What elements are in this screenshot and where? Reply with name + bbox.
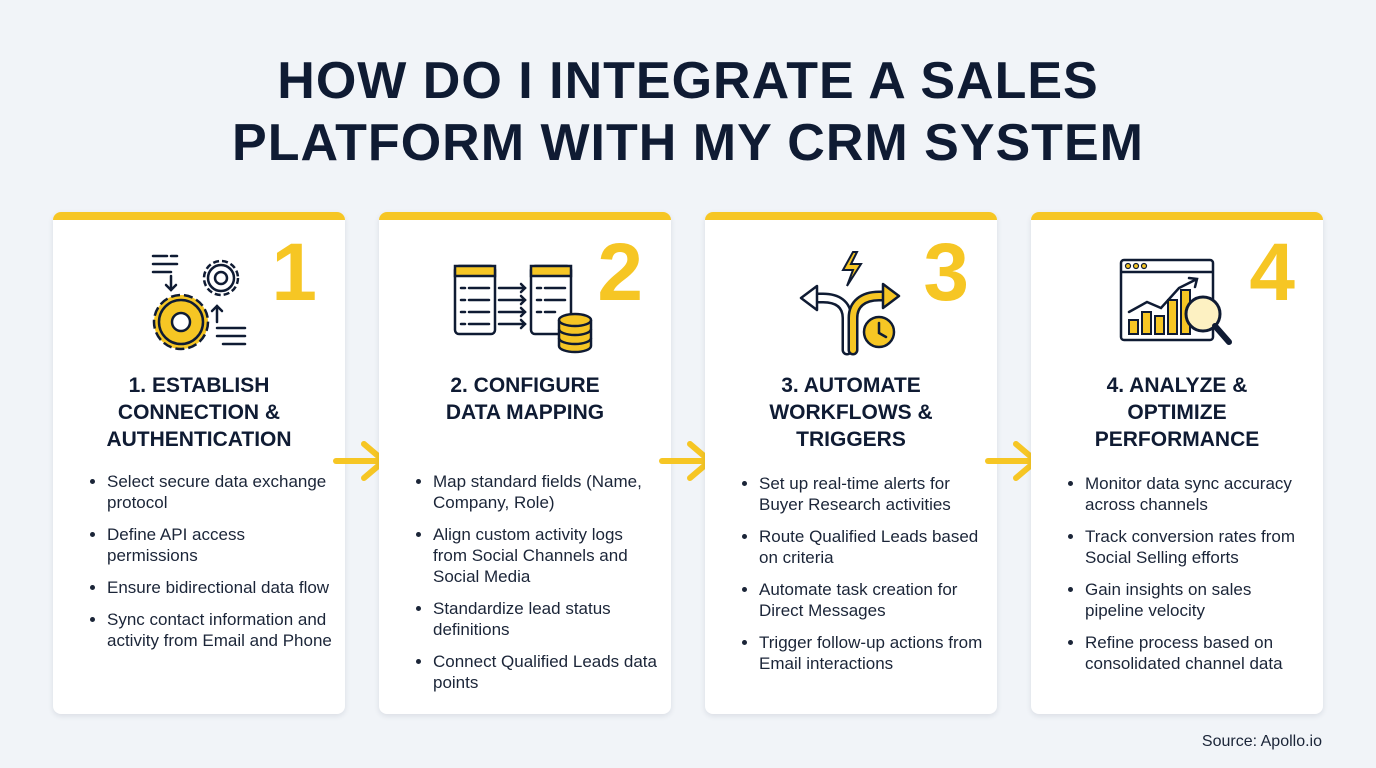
analytics-magnifier-icon (1119, 258, 1232, 345)
title-line-2: PLATFORM WITH MY CRM SYSTEM (232, 114, 1144, 172)
list-item: Trigger follow-up actions from Email int… (759, 632, 985, 674)
list-item: Select secure data exchange protocol (107, 471, 333, 513)
list-item: Align custom activity logs from Social C… (433, 524, 659, 587)
step-card-3: 3 3. AUTOMATE WORKFLOWS & TRIGGERS Set u… (705, 212, 997, 714)
list-item: Track conversion rates from Social Selli… (1085, 526, 1311, 568)
step-list: Select secure data exchange protocol Def… (87, 471, 333, 662)
card-accent-bar (1031, 212, 1323, 220)
data-mapping-icon (453, 264, 593, 354)
step-list: Map standard fields (Name, Company, Role… (413, 471, 659, 704)
step-card-4: 4 4. ANALYZE & OPTIMIZE PERFORMANCE Moni… (1031, 212, 1323, 714)
list-item: Ensure bidirectional data flow (107, 577, 333, 598)
step-list: Set up real-time alerts for Buyer Resear… (739, 473, 985, 685)
step-number: 2 (597, 227, 643, 318)
step-heading: 4. ANALYZE & OPTIMIZE PERFORMANCE (1094, 374, 1260, 451)
page-title: HOW DO I INTEGRATE A SALES PLATFORM WITH… (0, 50, 1376, 174)
list-item: Sync contact information and activity fr… (107, 609, 333, 651)
list-item: Define API access permissions (107, 524, 333, 566)
list-item: Automate task creation for Direct Messag… (759, 579, 985, 621)
step-card-2: 2 2. CONFIGURE DATA MAPP (379, 212, 671, 714)
list-item: Standardize lead status definitions (433, 598, 659, 640)
list-item: Map standard fields (Name, Company, Role… (433, 471, 659, 513)
card-accent-bar (53, 212, 345, 220)
step-number: 3 (923, 227, 969, 318)
step-heading: 2. CONFIGURE DATA MAPPING (445, 374, 605, 424)
list-item: Monitor data sync accuracy across channe… (1085, 473, 1311, 515)
source-caption: Source: Apollo.io (1201, 733, 1322, 750)
gears-sync-icon (151, 254, 247, 351)
step-number: 4 (1249, 227, 1295, 318)
workflow-trigger-icon (799, 251, 901, 356)
step-number: 1 (271, 227, 317, 318)
step-heading: 1. ESTABLISH CONNECTION & AUTHENTICATION (106, 374, 292, 451)
list-item: Set up real-time alerts for Buyer Resear… (759, 473, 985, 515)
list-item: Refine process based on consolidated cha… (1085, 632, 1311, 674)
step-list: Monitor data sync accuracy across channe… (1065, 473, 1311, 685)
step-card-1: 1 1. ESTABLISH CONNECTION & AUTHENTICATI… (53, 212, 345, 714)
list-item: Connect Qualified Leads data points (433, 651, 659, 693)
title-line-1: HOW DO I INTEGRATE A SALES (277, 52, 1099, 110)
card-accent-bar (379, 212, 671, 220)
list-item: Gain insights on sales pipeline velocity (1085, 579, 1311, 621)
step-heading: 3. AUTOMATE WORKFLOWS & TRIGGERS (769, 374, 933, 451)
list-item: Route Qualified Leads based on criteria (759, 526, 985, 568)
card-accent-bar (705, 212, 997, 220)
